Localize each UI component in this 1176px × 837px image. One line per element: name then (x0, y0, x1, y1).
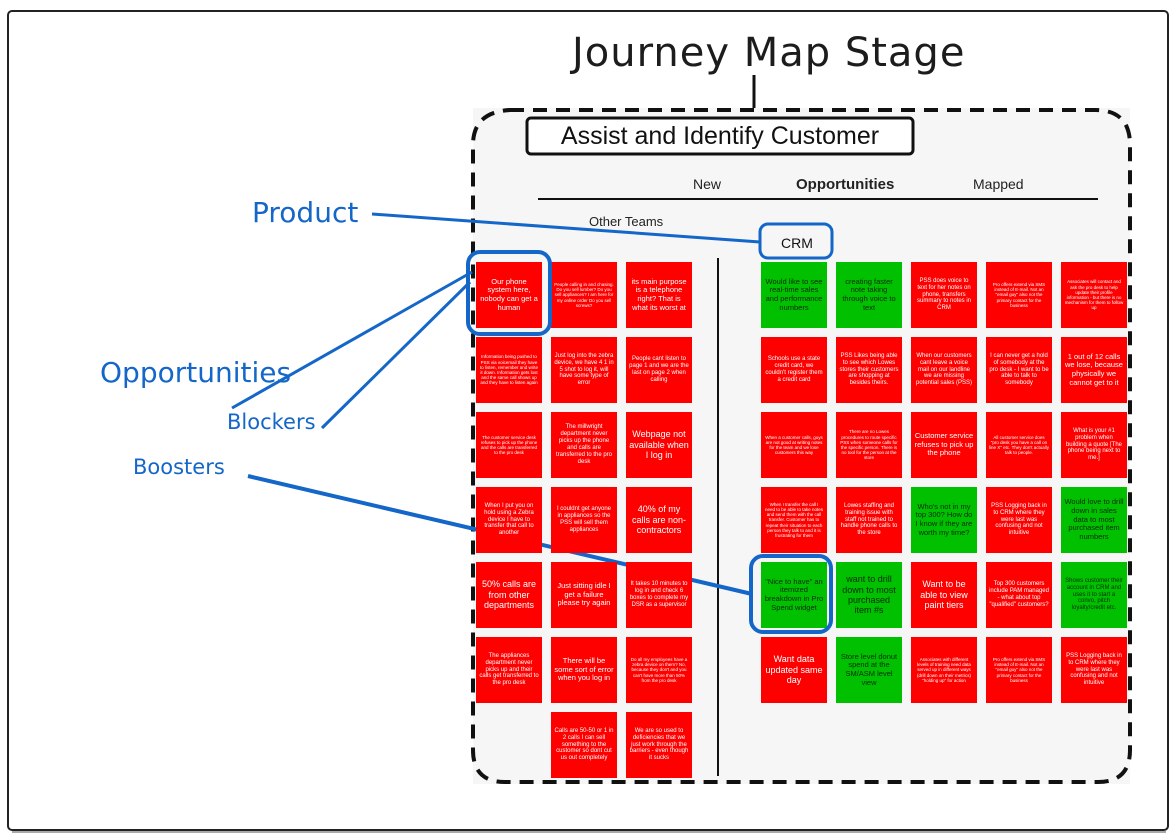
sticky-note[interactable]: I couldnt get anyone in appliances so th… (551, 487, 617, 553)
sticky-note[interactable]: There will be some sort of error when yo… (551, 637, 617, 703)
sticky-note[interactable]: creating faster note taking through voic… (836, 262, 902, 328)
outer-frame (7, 10, 1169, 831)
sticky-note[interactable]: There are no Lowes procedures to route s… (836, 412, 902, 478)
sticky-note[interactable]: When I transfer the call I need to be ab… (761, 487, 827, 553)
sticky-note[interactable]: Lowes staffing and training issue with s… (836, 487, 902, 553)
stage-title: Assist and Identify Customer (560, 121, 880, 150)
sticky-note[interactable]: Information being pushed to PSS via voic… (476, 337, 542, 403)
page-title: Journey Map Stage (572, 30, 966, 76)
product-connector (371, 212, 761, 244)
sticky-note[interactable]: Associates will contact and ask the pro … (1061, 262, 1127, 328)
sticky-note[interactable]: Do all my employees have a zebra device … (626, 637, 692, 703)
sticky-note[interactable]: Just sitting idle I get a failure please… (551, 562, 617, 628)
sticky-note[interactable]: Customer service refuses to pick up the … (911, 412, 977, 478)
sticky-note[interactable]: When I put you on hold using a Zebra dev… (476, 487, 542, 553)
sticky-note[interactable]: Top 300 customers include PAM managed - … (986, 562, 1052, 628)
annotation-product: Product (252, 196, 359, 229)
sticky-note[interactable]: Calls are 50-50 or 1 in 2 calls I can se… (551, 712, 617, 778)
sticky-note[interactable]: 40% of my calls are non-contractors (626, 487, 692, 553)
sticky-note[interactable]: Pro offers extend via SMS instead of E-m… (986, 262, 1052, 328)
sticky-note[interactable]: 50% calls are from other departments (476, 562, 542, 628)
sticky-note[interactable]: Store level donut spend at the SM/ASM le… (836, 637, 902, 703)
sticky-note[interactable]: People calling in and chasing. Do you se… (551, 262, 617, 328)
sticky-note[interactable]: Pro offers extend via SMS instead of E-m… (986, 637, 1052, 703)
sticky-note[interactable]: When our customers cant leave a voice ma… (911, 337, 977, 403)
group-label-crm: CRM (781, 235, 813, 251)
sticky-note[interactable]: PSS Logging back in to CRM where they we… (986, 487, 1052, 553)
sticky-note[interactable]: Would love to drill down in sales data t… (1061, 487, 1127, 553)
sticky-note[interactable]: It takes 10 minutes to log in and check … (626, 562, 692, 628)
sticky-note[interactable]: PSS does voice to text for her notes on … (911, 262, 977, 328)
sticky-note[interactable]: The customer service desk refuses to pic… (476, 412, 542, 478)
sticky-note[interactable]: The appliances department never picks up… (476, 637, 542, 703)
column-header-new: New (693, 176, 722, 192)
sticky-note[interactable]: When a customer calls, guys are not good… (761, 412, 827, 478)
annotation-blockers: Blockers (227, 410, 316, 434)
sticky-note[interactable]: All customer service does "pro desk you … (986, 412, 1052, 478)
opportunities-connector (231, 270, 473, 410)
sticky-note[interactable]: We are so used to deficiencies that we j… (626, 712, 692, 778)
sticky-note[interactable]: Webpage not available when I log in (626, 412, 692, 478)
column-header-mapped: Mapped (973, 176, 1024, 192)
stage-title-box (525, 116, 915, 156)
sticky-note[interactable]: 1 out of 12 calls we lose, because physi… (1061, 337, 1127, 403)
sticky-note[interactable]: want to drill down to most purchased ite… (836, 562, 902, 628)
sticky-note[interactable]: "Nice to have" an itemized breakdown in … (761, 562, 827, 628)
annotation-boosters: Boosters (133, 455, 225, 479)
sticky-note[interactable]: Would like to see real-time sales and pe… (761, 262, 827, 328)
sticky-note[interactable]: Associates with different levels of trai… (911, 637, 977, 703)
sticky-note[interactable]: PSS Logging back in to CRM where they we… (1061, 637, 1127, 703)
sticky-note[interactable]: its main purpose is a telephone right? T… (626, 262, 692, 328)
sticky-note[interactable]: The millwright department never picks up… (551, 412, 617, 478)
sticky-note[interactable]: What is your #1 problem when building a … (1061, 412, 1127, 478)
sticky-note[interactable]: Shows customer their account in CRM and … (1061, 562, 1127, 628)
column-header-opportunities: Opportunities (796, 176, 895, 193)
sticky-note[interactable]: Schools use a state credit card, we coul… (761, 337, 827, 403)
annotation-opportunities: Opportunities (100, 356, 292, 389)
blockers-connector (320, 280, 472, 430)
group-label-other-teams: Other Teams (589, 214, 664, 229)
sticky-note[interactable]: PSS Likes being able to see which Lowes … (836, 337, 902, 403)
sticky-note[interactable]: People cant listen to page 1 and we are … (626, 337, 692, 403)
sticky-note[interactable]: Who's not in my top 300? How do I know i… (911, 487, 977, 553)
sticky-note[interactable]: Our phone system here, nobody can get a … (476, 262, 542, 328)
board-dashed-border (471, 108, 1132, 784)
sticky-note[interactable]: Want data updated same day (761, 637, 827, 703)
sticky-note[interactable]: Want to be able to view paint tiers (911, 562, 977, 628)
sticky-note[interactable]: Just log into the zebra device, we have … (551, 337, 617, 403)
sticky-note[interactable]: I can never get a hold of somebody at th… (986, 337, 1052, 403)
